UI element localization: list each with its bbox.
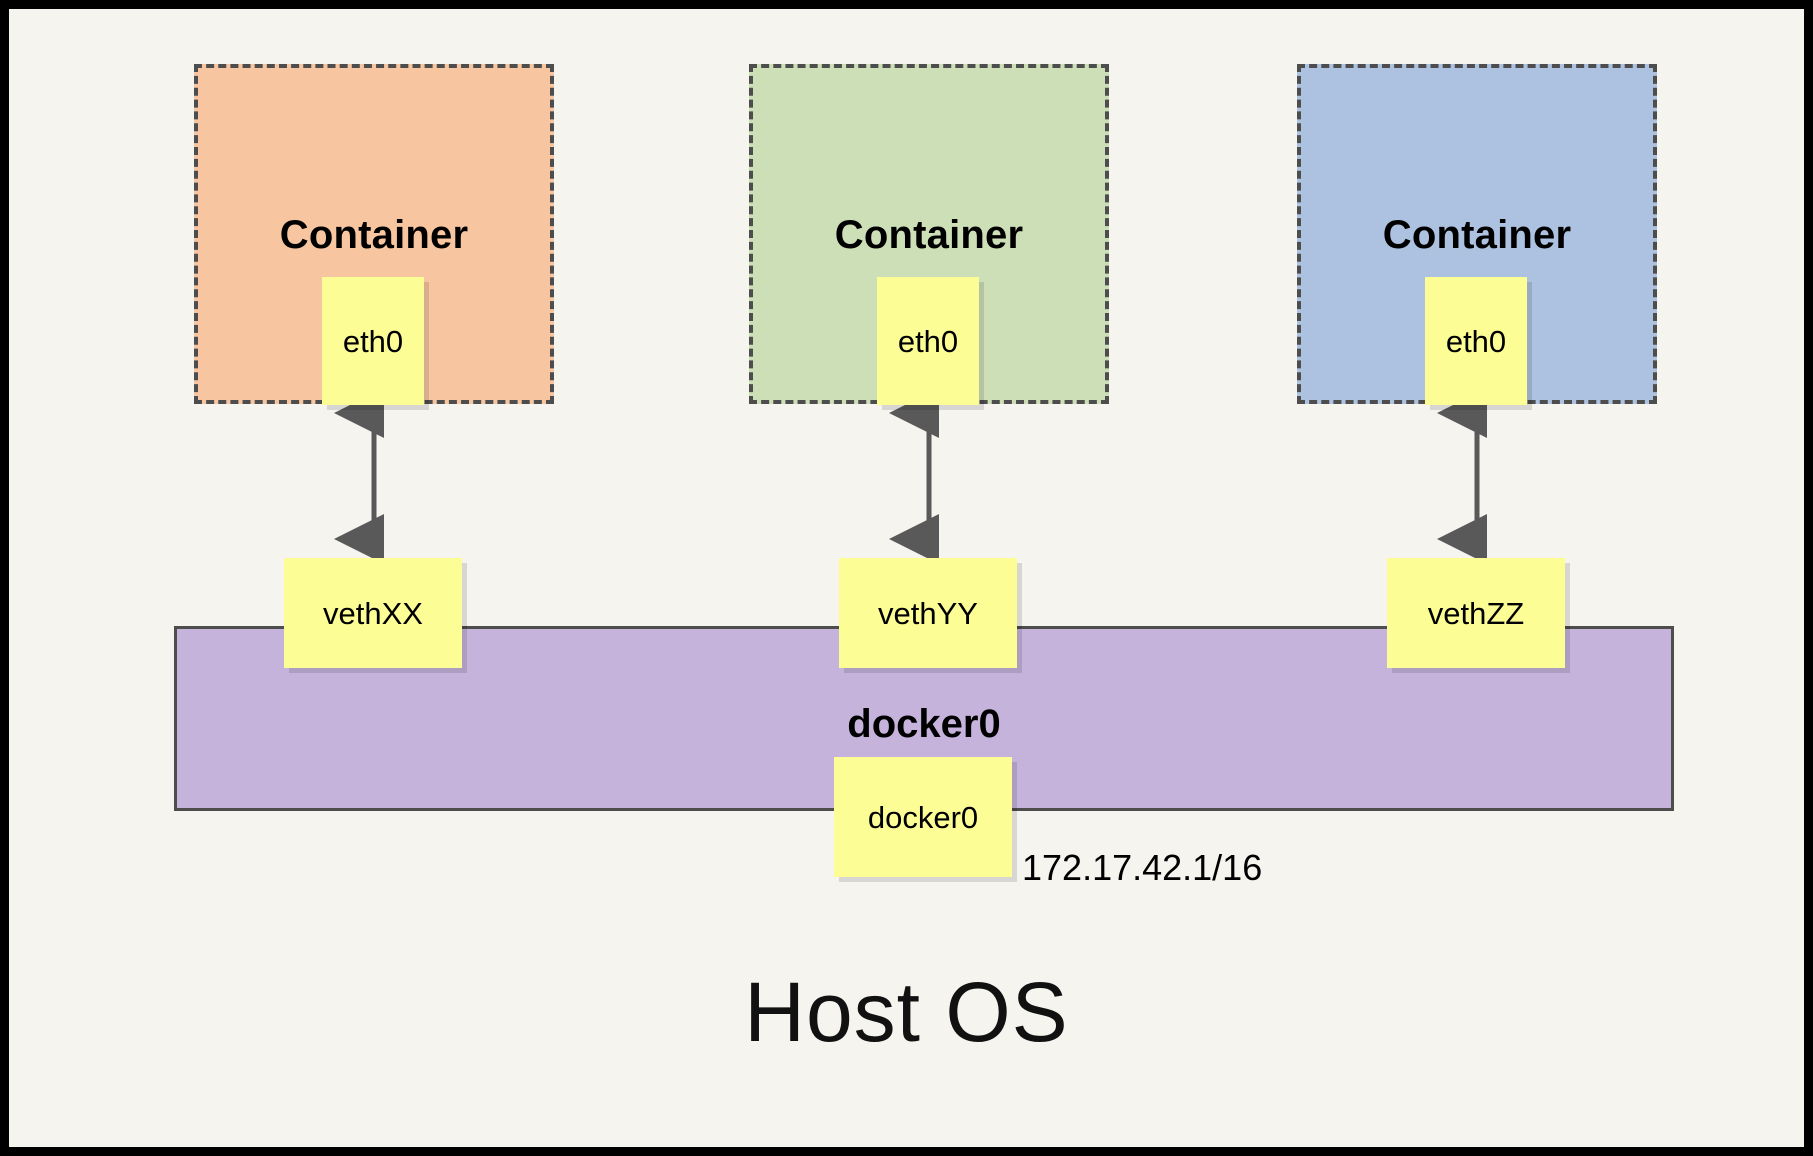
eth0-interface-3[interactable]: eth0 xyxy=(1425,277,1527,405)
arrow-eth0-to-vethzz xyxy=(1437,388,1487,564)
veth-label-3: vethZZ xyxy=(1427,595,1525,631)
docker0-ip-address: 172.17.42.1/16 xyxy=(1022,847,1263,888)
veth-label-1: vethXX xyxy=(323,595,423,631)
veth-label-2: vethYY xyxy=(878,595,978,631)
docker0-interface-note[interactable]: docker0 xyxy=(834,757,1012,877)
eth0-label-2: eth0 xyxy=(897,323,959,359)
eth0-interface-1[interactable]: eth0 xyxy=(322,277,424,405)
docker0-bridge-label: docker0 xyxy=(847,702,1001,746)
arrow-eth0-to-vethyy xyxy=(889,388,939,564)
arrow-eth0-to-vethxx xyxy=(334,388,384,564)
eth0-label-1: eth0 xyxy=(342,323,404,359)
container-title-2: Container xyxy=(834,213,1024,257)
veth-interface-1[interactable]: vethXX xyxy=(284,558,462,668)
eth0-label-3: eth0 xyxy=(1445,323,1507,359)
eth0-interface-2[interactable]: eth0 xyxy=(877,277,979,405)
docker0-interface-label: docker0 xyxy=(867,799,979,835)
container-title-1: Container xyxy=(279,213,469,257)
veth-interface-3[interactable]: vethZZ xyxy=(1387,558,1565,668)
host-os-title: Host OS xyxy=(744,965,1069,1059)
veth-interface-2[interactable]: vethYY xyxy=(839,558,1017,668)
container-title-3: Container xyxy=(1382,213,1572,257)
